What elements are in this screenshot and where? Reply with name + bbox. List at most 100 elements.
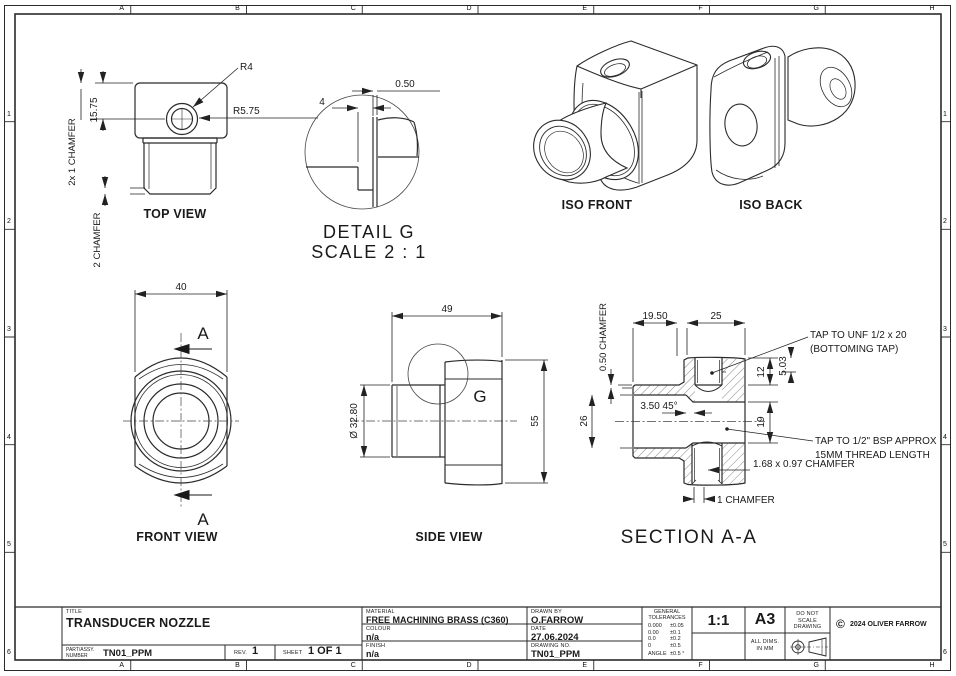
grid-column-label-top: A: [119, 5, 125, 12]
material-value: FREE MACHINING BRASS (C360): [366, 615, 509, 625]
section-dim-bore-19: 19: [756, 416, 767, 428]
tol-row-2-value: ±0.2: [670, 636, 681, 642]
section-note-bsp-2: 15MM THREAD LENGTH: [815, 450, 930, 461]
paper-size: A3: [754, 611, 776, 628]
tol-row-angle-value: ±0.5 °: [670, 650, 685, 657]
section-dim-bore-26: 26: [579, 415, 590, 427]
section-aa-view: 19.50 25 0.50 CHAMFER 26 3.50 45° 12 5.0…: [579, 303, 937, 548]
date-value: 27.06.2024: [531, 632, 579, 643]
detail-marker-g: G: [473, 387, 486, 406]
top-view-radius-hole: R5.75: [233, 106, 260, 117]
grid-row-label-left: 2: [7, 218, 11, 226]
grid-column-label-bottom: D: [466, 661, 472, 669]
tol-row-3-nominal: 0: [648, 642, 652, 649]
grid-row-label-right: 2: [943, 218, 947, 226]
projection-symbol: [790, 637, 828, 657]
section-dim-right-length: 25: [710, 311, 722, 322]
all-dims-note-1: ALL DIMS.: [750, 639, 780, 645]
iso-back-label: ISO BACK: [739, 198, 803, 212]
section-dim-hole-depth-12: 12: [756, 366, 767, 378]
iso-front-view: [533, 40, 698, 191]
scale-value: 1:1: [707, 612, 730, 629]
top-view-chamfer-bottom-note: 2 CHAMFER: [92, 212, 103, 267]
grid-row-label-left: 6: [7, 649, 11, 656]
section-marker-top: A: [197, 324, 209, 343]
grid-column-label-top: D: [466, 5, 472, 12]
copyright-text: 2024 OLIVER FARROW: [850, 621, 927, 628]
drawn-by-value: O.FARROW: [531, 615, 584, 626]
colour-value: n/a: [366, 632, 380, 642]
grid-row-label-right: 4: [943, 433, 947, 441]
section-aa-label: SECTION A-A: [621, 527, 758, 548]
title-block-lines: [15, 606, 941, 660]
front-view-dim-width: 40: [175, 282, 187, 293]
sheet-label: SHEET: [283, 650, 303, 656]
tol-row-2-nominal: 0.0: [648, 636, 656, 642]
tolerances-header-1: GENERAL: [653, 609, 681, 615]
grid-row-label-right: 3: [943, 326, 947, 333]
drawing-no-value: TN01_PPM: [531, 649, 581, 660]
side-view-dim-length: 49: [441, 304, 453, 315]
top-view-radius-top: R4: [240, 62, 253, 73]
grid-column-label-bottom: H: [929, 661, 935, 669]
tolerances-header-2: TOLERANCES: [648, 615, 686, 621]
colour-label: COLOUR: [366, 626, 391, 632]
drawing-title: TRANSDUCER NOZZLE: [66, 616, 211, 630]
detail-g-view: 4 0.50 DETAIL G SCALE 2 : 1: [304, 79, 440, 262]
grid-row-label-right: 1: [943, 110, 947, 118]
front-view: 40 A A FRONT VIEW: [123, 282, 239, 544]
detail-g-dim-step: 0.50: [395, 79, 415, 90]
section-note-chamfer-1: 1 CHAMFER: [717, 495, 775, 506]
side-view: 49 Ø 32.80 55 G SIDE VIEW: [349, 304, 548, 544]
copyright-icon: ©: [836, 617, 845, 631]
grid-row-label-right: 6: [943, 649, 947, 656]
section-marker-bottom: A: [197, 510, 209, 529]
grid-column-label-bottom: G: [813, 661, 819, 669]
tol-row-1-value: ±0.1: [670, 629, 681, 636]
grid-column-label-top: H: [929, 5, 935, 12]
grid-row-label-right: 5: [943, 541, 947, 549]
part-label-line1: PART/ASSY.: [66, 647, 95, 653]
section-cut-arrows: [173, 343, 212, 501]
rev-value: 1: [252, 645, 259, 657]
front-view-label: FRONT VIEW: [136, 530, 217, 544]
section-note-unf-1: TAP TO UNF 1/2 x 20: [810, 330, 907, 341]
grid-column-label-top: C: [350, 5, 356, 12]
grid-column-label-bottom: E: [582, 661, 588, 669]
side-view-label: SIDE VIEW: [415, 530, 482, 544]
no-scale-note-3: DRAWING: [793, 624, 822, 630]
grid-column-label-top: B: [235, 5, 240, 12]
section-note-bsp-1: TAP TO 1/2" BSP APPROX: [815, 436, 937, 447]
section-note-unf-2: (BOTTOMING TAP): [810, 344, 898, 355]
side-view-dim-height: 55: [530, 415, 541, 427]
section-dim-chamfer-45: 3.50 45°: [640, 401, 677, 412]
detail-g-label: DETAIL G: [323, 222, 415, 242]
part-number: TN01_PPM: [103, 648, 153, 659]
iso-front-label: ISO FRONT: [562, 198, 633, 212]
material-label: MATERIAL: [366, 609, 395, 615]
grid-row-label-left: 4: [7, 433, 11, 441]
no-scale-note-1: DO NOT: [796, 611, 819, 617]
rev-label: REV.: [234, 650, 248, 656]
grid-column-label-top: F: [698, 5, 703, 12]
tol-row-0-nominal: 0.000: [648, 623, 662, 629]
top-view: 15.75 2x 1 CHAMFER 2 CHAMFER R4 R5.75 TO…: [67, 62, 318, 267]
grid-column-label-bottom: A: [119, 661, 125, 669]
grid-row-label-left: 3: [7, 326, 11, 333]
grid-column-label-bottom: F: [698, 661, 703, 669]
section-dim-left-length: 19.50: [642, 311, 667, 322]
tol-row-angle-label: ANGLE: [648, 650, 667, 657]
side-view-dim-diameter: Ø 32.80: [349, 403, 360, 439]
sheet-frame: [4, 5, 951, 671]
tol-row-1-nominal: 0.00: [648, 629, 659, 636]
grid-row-label-left: 5: [7, 541, 11, 549]
section-chamfer-050-note: 0.50 CHAMFER: [598, 303, 609, 371]
top-view-dim-height: 15.75: [89, 97, 100, 122]
top-view-label: TOP VIEW: [143, 207, 206, 221]
no-scale-note-2: SCALE: [797, 617, 818, 624]
tol-row-3-value: ±0.5: [670, 642, 681, 649]
section-note-chamfer-168: 1.68 x 0.97 CHAMFER: [753, 459, 855, 470]
drawn-by-label: DRAWN BY: [531, 609, 563, 615]
